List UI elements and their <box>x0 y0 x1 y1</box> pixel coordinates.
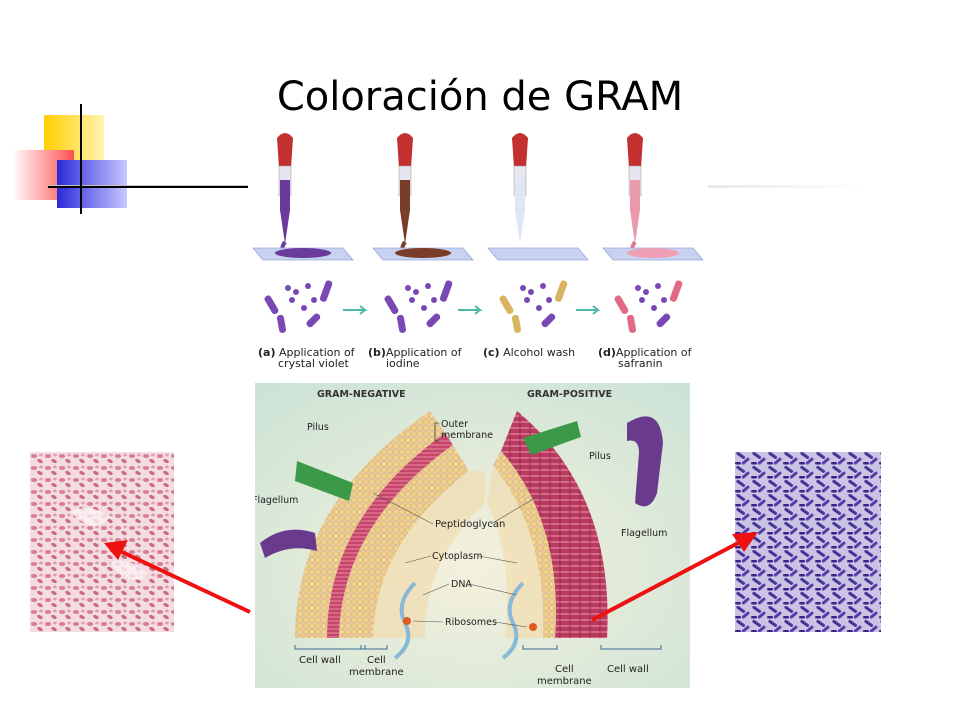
dropper-bulb-icon <box>277 133 293 168</box>
flagellum-right-icon <box>627 416 663 507</box>
label-cell-membrane-right-line1: Cell <box>555 664 574 675</box>
label-cell-membrane-left-line1: Cell <box>367 655 386 666</box>
ribosome-icon <box>403 617 411 625</box>
label-pilus-right: Pilus <box>589 451 611 462</box>
pilus-left-icon <box>295 461 353 501</box>
gram-negative-micrograph <box>30 452 174 632</box>
step-b: (b)Application of iodine <box>368 133 474 370</box>
bacteria-cluster-c <box>499 280 568 333</box>
cell-wall-diagram: GRAM-NEGATIVE GRAM-POSITIVE Pilus Pilus … <box>255 383 690 688</box>
label-pilus-left: Pilus <box>307 422 329 433</box>
bacteria-cluster-b <box>384 280 453 333</box>
step-arrow-icon <box>458 305 483 315</box>
label-cell-wall-left: Cell wall <box>299 655 341 666</box>
step-c-label-line1: Alcohol wash <box>503 346 575 359</box>
bacteria-cluster-a <box>264 280 333 333</box>
label-peptidoglycan: Peptidoglycan <box>435 519 505 530</box>
step-c-letter: (c) <box>483 346 500 359</box>
step-c: (c) Alcohol wash <box>483 133 589 359</box>
label-flagellum-right: Flagellum <box>621 528 667 539</box>
slide-title: Coloración de GRAM <box>276 74 684 120</box>
dropper-bulb-icon <box>627 133 643 168</box>
label-outer-membrane-line1: Outer <box>441 419 468 430</box>
svg-text:(b)Application of: (b)Application of <box>368 346 463 359</box>
dropper-bulb-icon <box>512 133 528 168</box>
step-d-letter: (d) <box>598 346 616 359</box>
label-cell-wall-right: Cell wall <box>607 664 649 675</box>
label-cell-membrane-right-line2: membrane <box>537 676 592 687</box>
label-cytoplasm: Cytoplasm <box>432 551 483 562</box>
staining-steps-illustration: (a) Application of crystal violet (b)App… <box>248 130 708 370</box>
step-b-letter: (b) <box>368 346 386 359</box>
step-a-label-line1: Application of <box>279 346 356 359</box>
dna-strand-right-icon <box>501 581 525 660</box>
step-d-label-line2: safranin <box>618 357 663 370</box>
step-d-label-line1: Application of <box>616 346 693 359</box>
label-flagellum-left: Flagellum <box>255 495 298 506</box>
svg-text:(a) Application of: (a) Application of <box>258 346 356 359</box>
step-a-letter: (a) <box>258 346 275 359</box>
slide-glass-icon <box>487 247 589 261</box>
step-b-label-line2: iodine <box>386 357 420 370</box>
pilus-right-icon <box>523 421 581 455</box>
label-cell-membrane-left-line2: membrane <box>349 667 404 678</box>
gram-negative-wall <box>260 411 485 638</box>
step-b-label-line1: Application of <box>386 346 463 359</box>
flagellum-left-icon <box>260 529 317 558</box>
step-d: (d)Application of safranin <box>598 133 704 370</box>
step-arrow-icon <box>576 305 601 315</box>
svg-text:(c) Alcohol wash: (c) Alcohol wash <box>483 346 575 359</box>
label-dna: DNA <box>451 579 472 590</box>
gram-positive-wall <box>487 411 663 638</box>
ribosome-icon <box>529 623 537 631</box>
gram-positive-micrograph <box>735 452 881 632</box>
label-ribosomes: Ribosomes <box>445 617 497 628</box>
dropper-bulb-icon <box>397 133 413 168</box>
gram-negative-heading: GRAM-NEGATIVE <box>317 389 406 400</box>
bacteria-cluster-d <box>614 280 683 333</box>
svg-text:(d)Application of: (d)Application of <box>598 346 693 359</box>
blue-square <box>57 160 127 208</box>
step-a-label-line2: crystal violet <box>278 357 350 370</box>
step-arrow-icon <box>343 305 368 315</box>
label-outer-membrane-line2: membrane <box>441 430 493 441</box>
gram-positive-heading: GRAM-POSITIVE <box>527 389 612 400</box>
step-a: (a) Application of crystal violet <box>252 133 356 370</box>
